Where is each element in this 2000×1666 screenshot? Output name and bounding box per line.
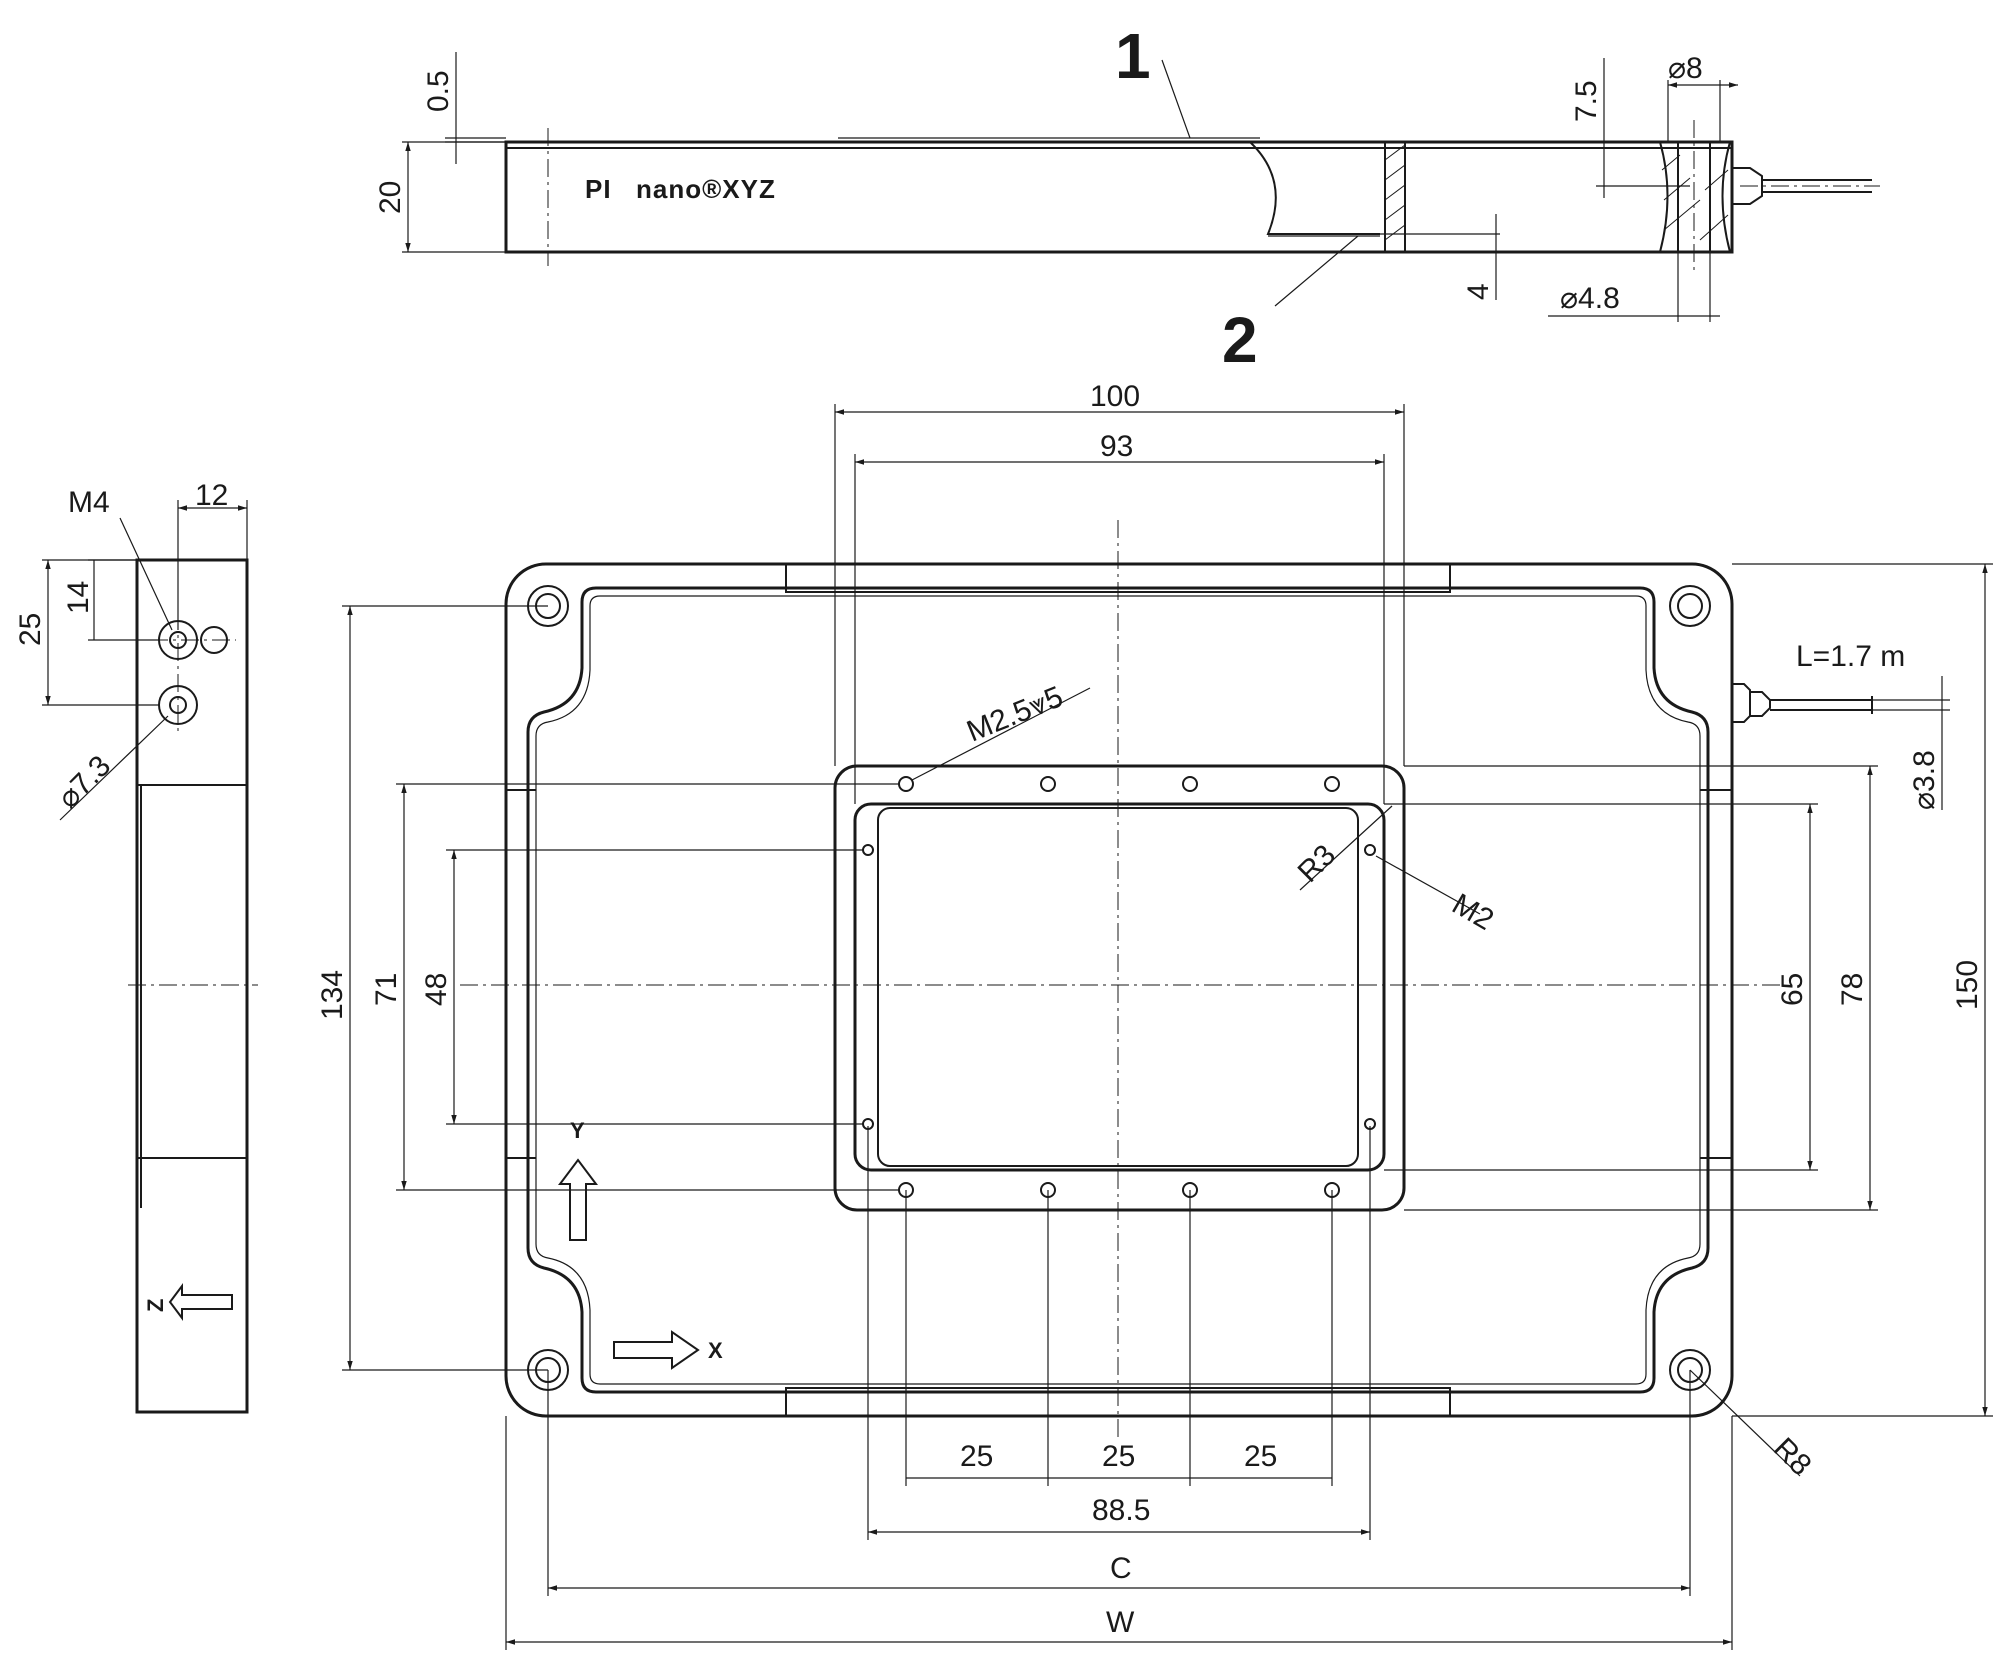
radius-r8: R8 <box>1767 1432 1817 1482</box>
axis-x-label: X <box>708 1338 723 1363</box>
dim-0-5: 0.5 <box>422 70 455 112</box>
dim-134: 134 <box>316 970 349 1020</box>
axis-z: Z <box>143 1283 233 1321</box>
dim-dia-3-8: ⌀3.8 <box>1908 750 1941 810</box>
callout-2: 2 <box>1222 304 1258 376</box>
dim-25: 25 <box>14 613 47 646</box>
axis-z-label: Z <box>143 1299 168 1312</box>
dim-dia-4-8: ⌀4.8 <box>1560 282 1620 315</box>
dim-dia-8: ⌀8 <box>1668 52 1703 85</box>
thread-holes <box>862 776 1376 1198</box>
hatch-left <box>1384 144 1406 241</box>
callout-1: 1 <box>1115 20 1151 92</box>
axis-y-label: Y <box>570 1118 585 1143</box>
hatch-right <box>1661 154 1729 241</box>
dim-48: 48 <box>420 973 453 1006</box>
dim-W: W <box>1106 1606 1135 1639</box>
dim-4: 4 <box>1462 283 1495 300</box>
logo-brand: PI <box>585 174 612 204</box>
logo-product: nano®XYZ <box>636 174 776 204</box>
dim-14: 14 <box>62 581 95 614</box>
logo: PI nano®XYZ <box>585 174 776 204</box>
thread-m2-5: M2.5⩔5 <box>962 680 1067 748</box>
dim-93: 93 <box>1100 430 1133 463</box>
mount-hole-tr <box>1669 585 1711 627</box>
axis-x: X <box>613 1330 723 1370</box>
dim-25-b: 25 <box>1102 1440 1135 1473</box>
dim-12: 12 <box>195 479 228 512</box>
dim-25-c: 25 <box>1244 1440 1277 1473</box>
dim-25-a: 25 <box>960 1440 993 1473</box>
dim-71: 71 <box>370 973 403 1006</box>
side-view-left: Z 12 M4 14 25 ⌀7.3 <box>14 479 258 1414</box>
top-view: Y X 100 93 M2.5⩔5 R3 M2 L=1.7 m ⌀3.8 <box>316 380 1993 1650</box>
dim-150: 150 <box>1951 960 1984 1010</box>
dim-dia-7-3: ⌀7.3 <box>52 749 118 815</box>
dim-78: 78 <box>1836 973 1869 1006</box>
thread-m2: M2 <box>1447 887 1500 936</box>
cable-length: L=1.7 m <box>1796 640 1905 673</box>
dim-20: 20 <box>374 181 407 214</box>
side-view-top: PI nano®XYZ 1 2 0.5 20 7.5 ⌀8 4 <box>374 20 1880 376</box>
dim-7-5: 7.5 <box>1570 80 1603 122</box>
dim-65: 65 <box>1776 973 1809 1006</box>
thread-m4: M4 <box>68 486 110 519</box>
radius-r3: R3 <box>1292 838 1342 888</box>
axis-y: Y <box>558 1118 598 1241</box>
dim-88-5: 88.5 <box>1092 1494 1150 1527</box>
dim-100: 100 <box>1090 380 1140 413</box>
dim-C: C <box>1110 1552 1132 1585</box>
